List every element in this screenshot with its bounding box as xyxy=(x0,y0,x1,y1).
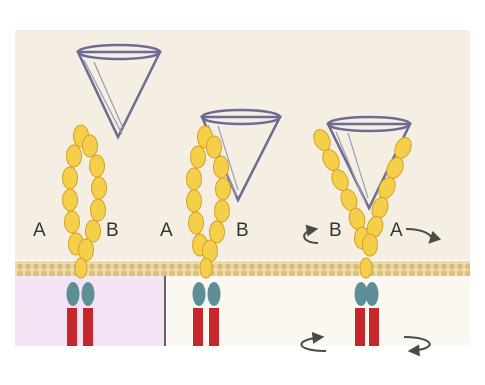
chain-label-a: A xyxy=(33,220,46,241)
membrane-anchor xyxy=(360,258,372,278)
membrane-anchor xyxy=(75,258,87,278)
membrane-anchor xyxy=(200,258,212,278)
chain-label-b: B xyxy=(106,220,119,241)
chain-label-b: B xyxy=(236,220,249,241)
chain-label-a: A xyxy=(160,220,173,241)
chain-label-a: A xyxy=(390,220,403,241)
chain-label-b: B xyxy=(329,220,342,241)
